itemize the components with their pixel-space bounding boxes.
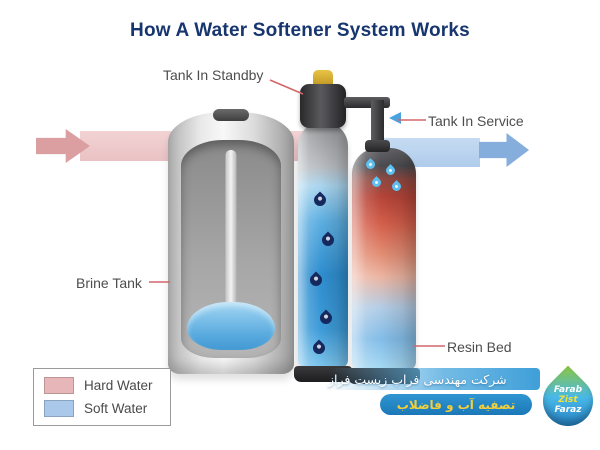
company-tagline-text: تصفیه آب و فاضلاب xyxy=(380,394,532,415)
company-name-text: شرکت مهندسی فراب زیست فراز xyxy=(328,368,540,390)
legend-item-soft-water: Soft Water xyxy=(44,400,160,417)
water-droplet-icon xyxy=(384,164,397,177)
water-droplet-icon xyxy=(364,158,377,171)
control-valve xyxy=(300,84,346,128)
connecting-pipe-vertical xyxy=(371,100,384,152)
label-tank-in-standby: Tank In Standby xyxy=(163,67,264,83)
brine-tank-cutaway xyxy=(181,140,281,358)
standby-tank-graphic xyxy=(298,122,348,368)
connecting-pipe-horizontal xyxy=(344,97,390,108)
brine-tank-cap xyxy=(213,109,249,121)
brine-well-tube xyxy=(225,150,237,338)
water-droplet-icon xyxy=(310,339,328,357)
label-resin-bed: Resin Bed xyxy=(447,339,512,355)
diagram-title: How A Water Softener System Works xyxy=(130,20,470,41)
brine-solution-pool xyxy=(187,302,275,350)
inlet-flow-arrow-icon xyxy=(389,112,401,124)
logo-text: Farab Zist Faraz xyxy=(543,376,593,426)
water-droplet-icon xyxy=(311,191,329,209)
legend: Hard Water Soft Water xyxy=(33,368,171,426)
company-watermark: شرکت مهندسی فراب زیست فراز تصفیه آب و فا… xyxy=(315,362,600,450)
soft-water-outlet-arrow-icon xyxy=(479,133,529,167)
soft-water-swatch xyxy=(44,400,74,417)
control-valve-cap xyxy=(313,70,333,85)
logo-line: Faraz xyxy=(554,404,582,415)
brine-tank-graphic xyxy=(168,109,294,374)
legend-item-hard-water: Hard Water xyxy=(44,377,160,394)
service-tank-graphic xyxy=(352,148,416,370)
legend-label: Hard Water xyxy=(84,378,153,393)
water-drop-logo-icon: Farab Zist Faraz xyxy=(532,365,600,437)
service-tank-inlet-fitting xyxy=(365,140,390,152)
legend-label: Soft Water xyxy=(84,401,148,416)
leader-line-standby xyxy=(269,79,304,95)
water-droplet-icon xyxy=(319,231,337,249)
label-tank-in-service: Tank In Service xyxy=(428,113,524,129)
water-droplet-icon xyxy=(390,180,403,193)
label-brine-tank: Brine Tank xyxy=(76,275,142,291)
water-droplet-icon xyxy=(317,309,335,327)
water-droplet-icon xyxy=(370,176,383,189)
water-droplet-icon xyxy=(307,271,325,289)
hard-water-swatch xyxy=(44,377,74,394)
